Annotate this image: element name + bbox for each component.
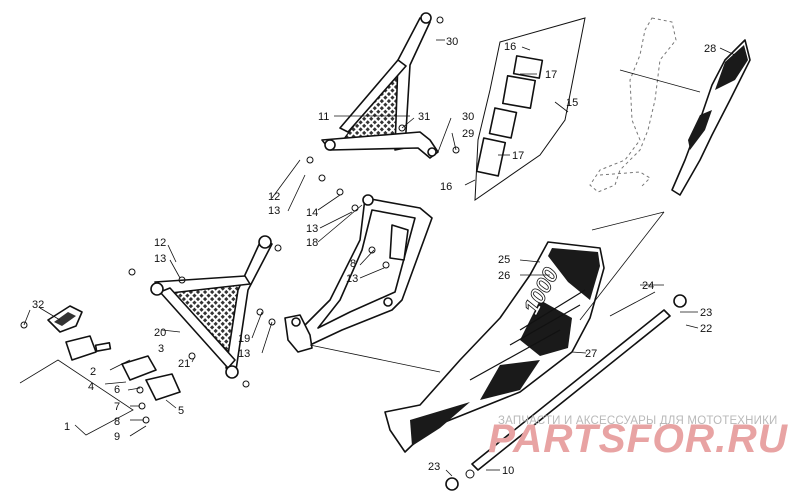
callout-23-right: 23 [700, 307, 712, 319]
callout-29: 29 [462, 128, 474, 140]
callout-6: 6 [114, 384, 120, 396]
callout-30-top: 30 [446, 36, 458, 48]
callout-32: 32 [32, 299, 44, 311]
callout-18: 18 [306, 237, 318, 249]
middle-frame-18 [284, 194, 433, 353]
callout-26: 26 [498, 270, 510, 282]
callout-11: 11 [318, 111, 329, 123]
callout-16-bottom: 16 [440, 181, 452, 193]
callout-31: 31 [418, 111, 430, 123]
callout-12-upper: 12 [268, 191, 280, 203]
callout-13-right: 13 [346, 273, 358, 285]
side-shield-24: 1000 [384, 241, 605, 453]
callout-28: 28 [704, 43, 716, 55]
callout-17-bottom: 17 [512, 150, 524, 162]
callout-21: 21 [178, 358, 190, 370]
callout-8-left: 8 [114, 416, 120, 428]
lower-mesh-frame-20 [150, 235, 273, 379]
callout-25: 25 [498, 254, 510, 266]
callout-23-bottom: 23 [428, 461, 440, 473]
upper-mesh-frame-11 [321, 12, 439, 159]
watermark-brand: PARTSFOR.RU [488, 417, 788, 461]
callout-20: 20 [154, 327, 166, 339]
callout-8-right: 8 [350, 258, 356, 270]
callout-27: 27 [585, 348, 597, 360]
bracket-assembly [20, 305, 181, 424]
callout-3: 3 [158, 343, 164, 355]
callout-1: 1 [64, 421, 70, 433]
callout-5: 5 [178, 405, 184, 417]
callout-24: 24 [642, 280, 654, 292]
callout-numbers: 30 16 28 17 15 11 31 30 29 17 16 12 13 1… [32, 36, 716, 477]
ghost-frame-outline [589, 17, 677, 193]
callout-22: 22 [700, 323, 712, 335]
callout-13-mid: 13 [306, 223, 318, 235]
callout-13-lower: 13 [238, 348, 250, 360]
callout-12-left: 12 [154, 237, 166, 249]
callout-10: 10 [502, 465, 514, 477]
callout-2: 2 [90, 366, 96, 378]
callout-13-upper: 13 [268, 205, 280, 217]
watermark-subtitle: ЗАПЧАСТИ И АКСЕССУАРЫ ДЛЯ МОТОТЕХНИКИ [498, 415, 778, 427]
rod-22 [445, 294, 687, 491]
watermark: ЗАПЧАСТИ И АКСЕССУАРЫ ДЛЯ МОТОТЕХНИКИ PA… [488, 415, 788, 461]
callout-4: 4 [88, 381, 94, 393]
callout-13-left: 13 [154, 253, 166, 265]
callout-19: 19 [238, 333, 250, 345]
callout-17-top: 17 [545, 69, 557, 81]
callout-7: 7 [114, 401, 120, 413]
side-decal-28 [671, 39, 751, 196]
callout-14: 14 [306, 207, 318, 219]
callout-16-top: 16 [504, 41, 516, 53]
callout-9: 9 [114, 431, 120, 443]
callout-15: 15 [566, 97, 578, 109]
side-panel-15 [474, 17, 586, 201]
leader-lines [19, 39, 736, 477]
callout-30-mid: 30 [462, 111, 474, 123]
